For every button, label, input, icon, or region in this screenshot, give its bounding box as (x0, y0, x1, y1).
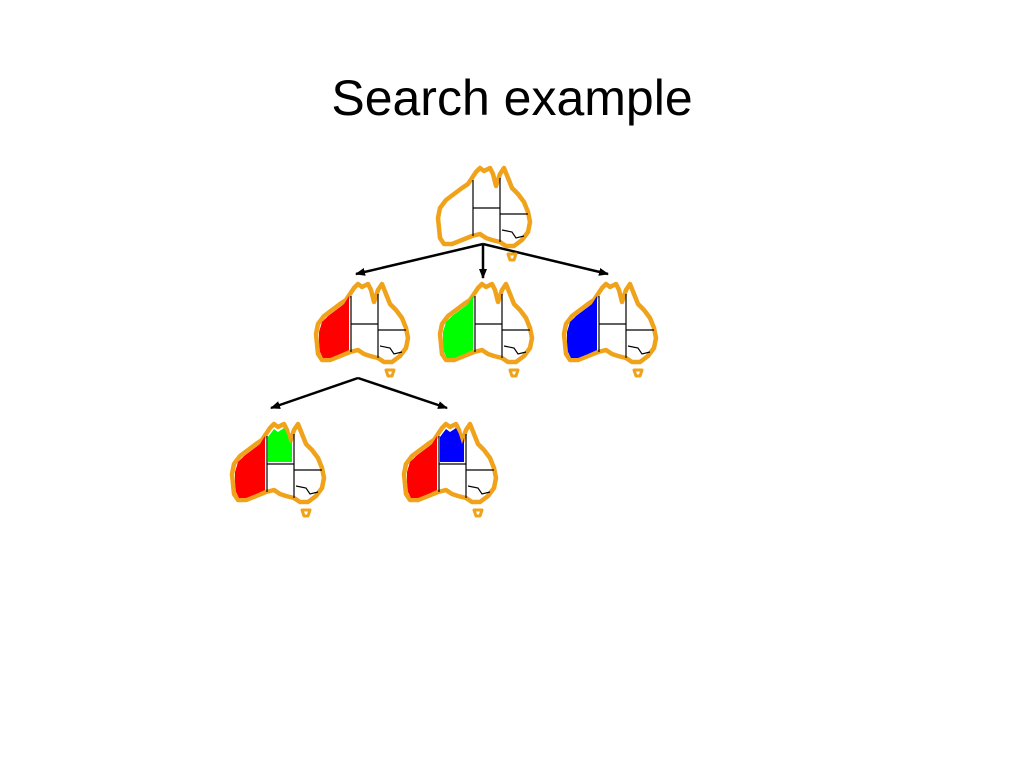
map-node-wa-blue (564, 284, 656, 376)
edge-wa-red-to-nt-blue (357, 376, 448, 410)
region-nt-blue (440, 428, 464, 462)
slide-title: Search example (331, 70, 693, 126)
edge-wa-red-to-nt-green (270, 376, 359, 410)
map-node-wa-red-nt-green (232, 424, 324, 516)
region-nt-green (268, 428, 292, 462)
edge-root-to-wa-red (355, 242, 484, 276)
region-wa-red (235, 436, 265, 498)
region-wa-green (443, 296, 473, 358)
edge-root-to-wa-blue (482, 242, 609, 276)
region-wa-blue (567, 296, 597, 358)
region-wa-red (407, 436, 437, 498)
map-node-wa-red (316, 284, 408, 376)
map-node-wa-green (440, 284, 532, 376)
map-node-wa-red-nt-blue (404, 424, 496, 516)
region-wa-red (319, 296, 349, 358)
